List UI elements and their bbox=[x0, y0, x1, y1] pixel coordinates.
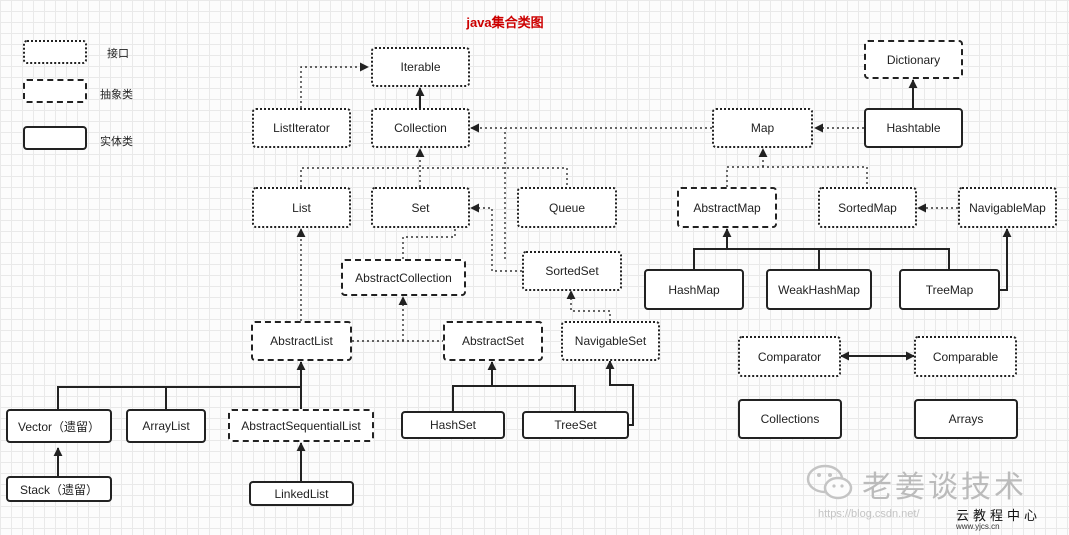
edge-sortedset-set bbox=[470, 203, 522, 272]
node-comparator: Comparator bbox=[738, 336, 841, 377]
node-linkedlist: LinkedList bbox=[249, 481, 354, 506]
node-collections: Collections bbox=[738, 399, 842, 439]
edge-navigableset-sortedset bbox=[566, 290, 611, 321]
legend-interface-swatch bbox=[23, 40, 87, 64]
legend-concrete-label: 实体类 bbox=[100, 136, 133, 148]
node-abstractmap: AbstractMap bbox=[677, 187, 777, 228]
node-treemap: TreeMap bbox=[899, 269, 1000, 310]
watermark-site-name: 云教程中心 bbox=[956, 508, 1042, 523]
node-abstractset: AbstractSet bbox=[443, 321, 543, 361]
node-map: Map bbox=[712, 108, 813, 148]
node-weakhashmap: WeakHashMap bbox=[766, 269, 872, 310]
watermark-brand: 老姜谈技术 bbox=[862, 471, 1027, 504]
legend-abstract-swatch bbox=[23, 79, 87, 103]
node-collection: Collection bbox=[371, 108, 470, 148]
node-arrays: Arrays bbox=[914, 399, 1018, 439]
node-queue: Queue bbox=[517, 187, 617, 228]
watermark-site-url: www.yjcs.cn bbox=[956, 522, 1000, 531]
edge-listiterator-iterable bbox=[300, 62, 369, 108]
node-dictionary: Dictionary bbox=[864, 40, 963, 79]
edge-maps-map bbox=[726, 166, 868, 187]
edge-treemap-navigablemap bbox=[1000, 228, 1012, 291]
node-list: List bbox=[252, 187, 351, 228]
node-abstractcollection: AbstractCollection bbox=[341, 259, 466, 296]
node-treeset: TreeSet bbox=[522, 411, 629, 439]
node-sortedset: SortedSet bbox=[522, 251, 622, 291]
node-navigableset: NavigableSet bbox=[561, 321, 660, 361]
node-set: Set bbox=[371, 187, 470, 228]
edge-abstractcollection-set bbox=[402, 208, 456, 259]
legend-concrete-swatch bbox=[23, 126, 87, 150]
diagram-title: java集合类图 bbox=[466, 15, 544, 30]
node-hashmap: HashMap bbox=[644, 269, 744, 310]
wechat-icon bbox=[806, 464, 853, 500]
node-abstractsequentiallist: AbstractSequentialList bbox=[228, 409, 374, 442]
node-hashtable: Hashtable bbox=[864, 108, 963, 148]
node-sortedmap: SortedMap bbox=[818, 187, 917, 228]
watermark-url: https://blog.csdn.net/ bbox=[818, 508, 920, 520]
edge-sets-abstractset bbox=[452, 385, 576, 411]
edge-treeset-navigableset bbox=[605, 360, 634, 426]
node-abstractlist: AbstractList bbox=[251, 321, 352, 361]
node-stack: Stack（遗留） bbox=[6, 476, 112, 502]
edge-lists-abstractlist bbox=[57, 361, 306, 409]
node-arraylist: ArrayList bbox=[126, 409, 206, 443]
node-navigablemap: NavigableMap bbox=[958, 187, 1057, 228]
node-comparable: Comparable bbox=[914, 336, 1017, 377]
node-iterable: Iterable bbox=[371, 47, 470, 87]
node-hashset: HashSet bbox=[401, 411, 505, 439]
edge-list-collection bbox=[300, 167, 568, 187]
legend-abstract-label: 抽象类 bbox=[100, 89, 133, 101]
node-listiterator: ListIterator bbox=[252, 108, 351, 148]
edge-mapimpls-abstractmap bbox=[693, 248, 950, 269]
legend-interface-label: 接口 bbox=[107, 48, 129, 60]
node-vector: Vector（遗留） bbox=[6, 409, 112, 443]
